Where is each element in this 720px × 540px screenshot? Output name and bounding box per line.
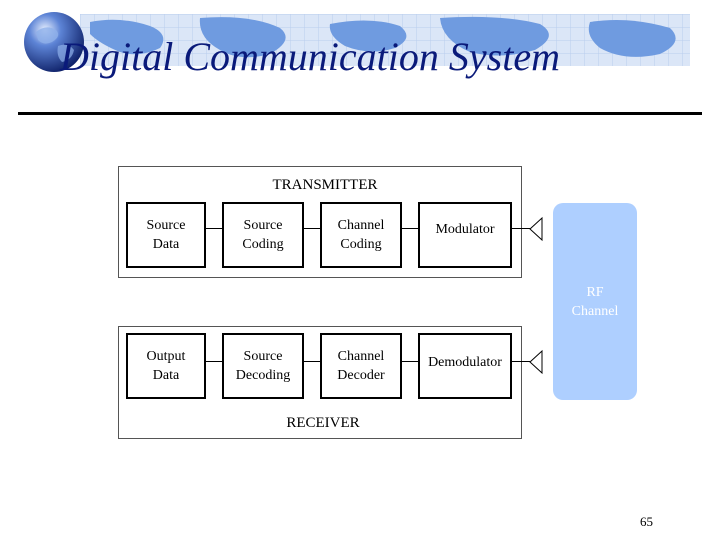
tx-connector (304, 228, 320, 229)
tx-antenna-icon (529, 216, 543, 242)
block-line: Source (146, 218, 186, 233)
block-line: Output (146, 349, 186, 364)
block-line: Source (243, 218, 283, 233)
demodulator-block: Demodulator (418, 333, 512, 399)
page-number: 65 (640, 514, 653, 529)
rf-line: RF (586, 284, 604, 300)
tx-antenna-feed (512, 228, 530, 229)
rx-connector (206, 361, 222, 362)
block-line: Demodulator (428, 355, 502, 370)
rx-antenna-icon (529, 349, 543, 375)
receiver-label: RECEIVER (286, 415, 360, 431)
block-line: Data (152, 368, 180, 383)
tx-connector (206, 228, 222, 229)
block-line: Modulator (435, 222, 495, 237)
page-title: Digital Communication System (60, 34, 560, 79)
block-line: Channel (337, 349, 385, 364)
rf-channel-block: RF Channel (553, 203, 637, 400)
block-line: Decoding (235, 368, 291, 383)
block-line: Coding (340, 237, 382, 252)
block-line: Decoder (337, 368, 385, 383)
globe-icon (24, 12, 84, 72)
title-divider (18, 112, 702, 115)
world-map-banner (80, 14, 690, 66)
block-line: Source (243, 349, 283, 364)
rx-connector (304, 361, 320, 362)
rf-line: Channel (571, 303, 619, 319)
block-line: Coding (242, 237, 284, 252)
block-line: Data (152, 237, 180, 252)
block-line: Channel (337, 218, 385, 233)
rx-connector (402, 361, 418, 362)
tx-connector (402, 228, 418, 229)
modulator-block: Modulator (418, 202, 512, 268)
transmitter-label: TRANSMITTER (272, 177, 378, 193)
rx-antenna-feed (512, 361, 530, 362)
